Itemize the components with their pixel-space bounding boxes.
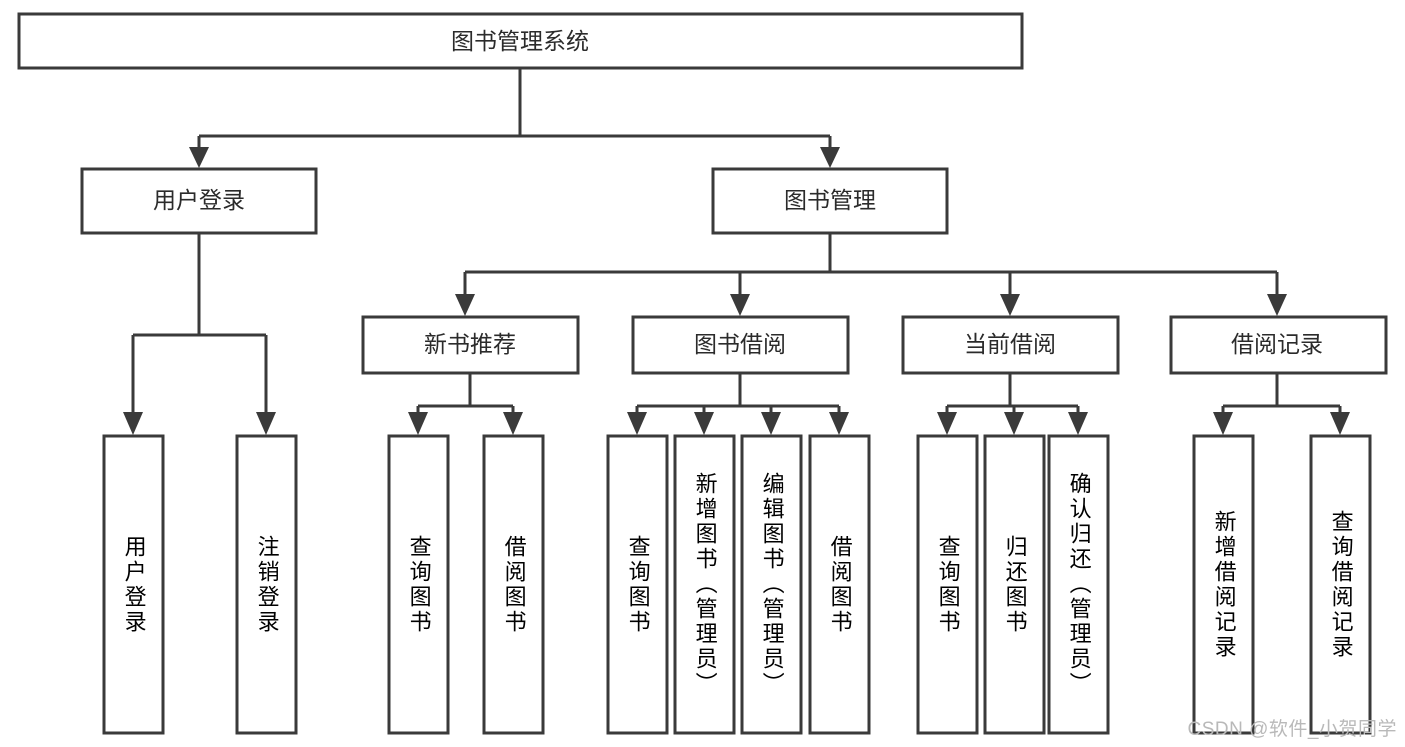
node-box-leaf-new-book-0[interactable] <box>387 434 450 735</box>
label-new-book-recommend: 新书推荐 <box>424 331 516 357</box>
arrow-icon-to-leaf-book-borrow-1 <box>694 412 714 435</box>
node-box-leaf-borrow-record-1[interactable] <box>1309 434 1372 735</box>
arrow-icon-to-leaf-current-borrow-2 <box>1068 412 1088 435</box>
arrow-icon-to-leaf-user-login-0 <box>123 412 143 435</box>
arrow-icon-to-leaf-borrow-record-0 <box>1213 412 1233 435</box>
node-box-leaf-current-borrow-1[interactable] <box>983 434 1046 735</box>
label-current-borrow: 当前借阅 <box>964 331 1056 357</box>
node-box-leaf-current-borrow-2[interactable] <box>1047 434 1110 735</box>
node-box-leaf-book-borrow-0[interactable] <box>606 434 669 735</box>
node-box-new-book-recommend[interactable] <box>361 315 580 375</box>
arrow-icon-to-current-borrow <box>1000 294 1020 316</box>
boxes-layer <box>17 12 1388 735</box>
arrow-icon-to-leaf-user-login-1 <box>256 412 276 435</box>
arrow-icon-to-user-login <box>189 147 209 168</box>
arrow-icon-to-book-borrow <box>730 294 750 316</box>
label-user-login: 用户登录 <box>153 187 245 213</box>
arrow-icon-to-leaf-current-borrow-1 <box>1004 412 1024 435</box>
arrow-icon-to-leaf-new-book-0 <box>408 412 428 435</box>
label-book-management: 图书管理 <box>784 187 876 213</box>
label-borrow-record: 借阅记录 <box>1231 331 1323 357</box>
node-box-root[interactable] <box>17 12 1024 70</box>
arrow-icon-to-book-mgmt <box>820 147 840 168</box>
node-box-leaf-book-borrow-1[interactable] <box>673 434 736 735</box>
arrow-icon-to-borrow-record <box>1267 294 1287 316</box>
label-root: 图书管理系统 <box>451 28 589 54</box>
node-box-leaf-book-borrow-3[interactable] <box>808 434 871 735</box>
label-book-borrow: 图书借阅 <box>694 331 786 357</box>
watermark-text: CSDN @软件_小贺同学 <box>1187 719 1397 740</box>
node-box-borrow-record[interactable] <box>1169 315 1388 375</box>
node-box-user-login[interactable] <box>80 167 318 235</box>
horizontal-labels-layer: 图书管理系统 用户登录 图书管理 新书推荐 图书借阅 当前借阅 借阅记录 <box>153 28 1323 357</box>
arrow-icon-to-leaf-current-borrow-0 <box>937 412 957 435</box>
arrowheads-layer <box>123 147 1350 435</box>
node-box-current-borrow[interactable] <box>901 315 1120 375</box>
node-box-leaf-borrow-record-0[interactable] <box>1192 434 1255 735</box>
node-box-book-borrow[interactable] <box>631 315 850 375</box>
arrow-icon-to-leaf-book-borrow-3 <box>829 412 849 435</box>
node-box-leaf-new-book-1[interactable] <box>482 434 545 735</box>
arrow-icon-to-leaf-book-borrow-0 <box>627 412 647 435</box>
arrow-icon-to-leaf-new-book-1 <box>503 412 523 435</box>
arrow-icon-to-leaf-book-borrow-2 <box>761 412 781 435</box>
node-box-book-management[interactable] <box>711 167 949 235</box>
node-box-leaf-book-borrow-2[interactable] <box>740 434 803 735</box>
node-box-leaf-user-login-1[interactable] <box>235 434 298 735</box>
node-box-leaf-user-login-0[interactable] <box>102 434 165 735</box>
node-box-leaf-current-borrow-0[interactable] <box>916 434 979 735</box>
arrow-icon-to-new-book <box>455 294 475 316</box>
arrow-icon-to-leaf-borrow-record-1 <box>1330 412 1350 435</box>
